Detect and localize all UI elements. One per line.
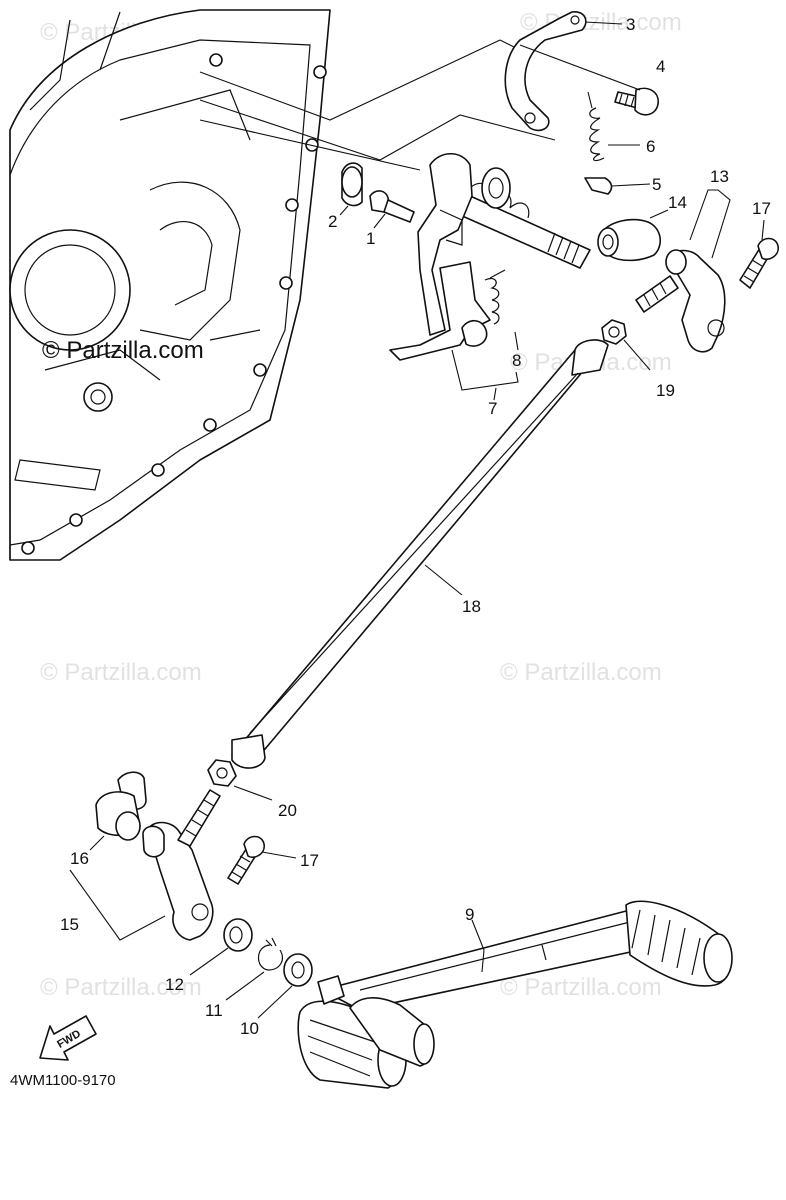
spring-6 bbox=[587, 91, 640, 162]
watermark-ghost: © Partzilla.com bbox=[40, 974, 202, 1001]
circlip-11 bbox=[225, 937, 283, 1001]
callout-14: 14 bbox=[668, 193, 687, 212]
bolt-17-upper bbox=[739, 219, 779, 289]
crankcase bbox=[9, 9, 331, 561]
stopper-lever bbox=[504, 11, 623, 132]
nut-19 bbox=[601, 319, 651, 371]
arm-13 bbox=[635, 189, 731, 353]
callout-1: 1 bbox=[366, 229, 375, 248]
collar-2 bbox=[339, 162, 363, 216]
callout-13: 13 bbox=[710, 167, 729, 186]
callout-19: 19 bbox=[656, 381, 675, 400]
callout-6: 6 bbox=[646, 137, 655, 156]
shift-rod-18 bbox=[231, 339, 609, 769]
callout-2: 2 bbox=[328, 212, 337, 231]
watermark-ghost: © Partzilla.com bbox=[40, 659, 202, 686]
watermark-ghost: © Partzilla.com bbox=[500, 974, 662, 1001]
washer-12 bbox=[189, 918, 253, 976]
callout-17-upper: 17 bbox=[752, 199, 771, 218]
joint-16 bbox=[89, 771, 147, 851]
bolt-4 bbox=[519, 44, 659, 116]
joint-14 bbox=[597, 209, 669, 262]
arm-15 bbox=[69, 789, 221, 941]
callout-17-lower: 17 bbox=[300, 851, 319, 870]
callout-4: 4 bbox=[656, 57, 665, 76]
callout-16: 16 bbox=[70, 849, 89, 868]
callout-15: 15 bbox=[60, 915, 79, 934]
callout-12: 12 bbox=[165, 975, 184, 994]
callout-3: 3 bbox=[626, 15, 635, 34]
bolt-17-lower bbox=[227, 835, 297, 885]
washer-10 bbox=[257, 953, 313, 1019]
watermark-main: © Partzilla.com bbox=[42, 337, 204, 364]
watermark-ghost: © Partzilla.com bbox=[500, 659, 662, 686]
callouts: 1 2 3 4 5 6 7 8 9 10 11 12 13 14 15 16 1… bbox=[60, 15, 771, 1038]
callout-10: 10 bbox=[240, 1019, 259, 1038]
pin-5 bbox=[584, 177, 651, 195]
callout-9: 9 bbox=[465, 905, 474, 924]
callout-5: 5 bbox=[652, 175, 661, 194]
nut-20 bbox=[207, 759, 273, 801]
shift-shaft bbox=[389, 152, 591, 361]
callout-18: 18 bbox=[462, 597, 481, 616]
callout-7: 7 bbox=[488, 399, 497, 418]
bolt-1 bbox=[369, 190, 415, 229]
callout-11: 11 bbox=[205, 1001, 223, 1020]
diagram-code: 4WM1100-9170 bbox=[10, 1072, 116, 1089]
fwd-arrow-icon: FWD bbox=[39, 1015, 97, 1061]
callout-20: 20 bbox=[278, 801, 297, 820]
callout-8: 8 bbox=[512, 351, 521, 370]
bracket-7 bbox=[451, 349, 519, 391]
shift-pedal-9 bbox=[297, 900, 733, 1089]
